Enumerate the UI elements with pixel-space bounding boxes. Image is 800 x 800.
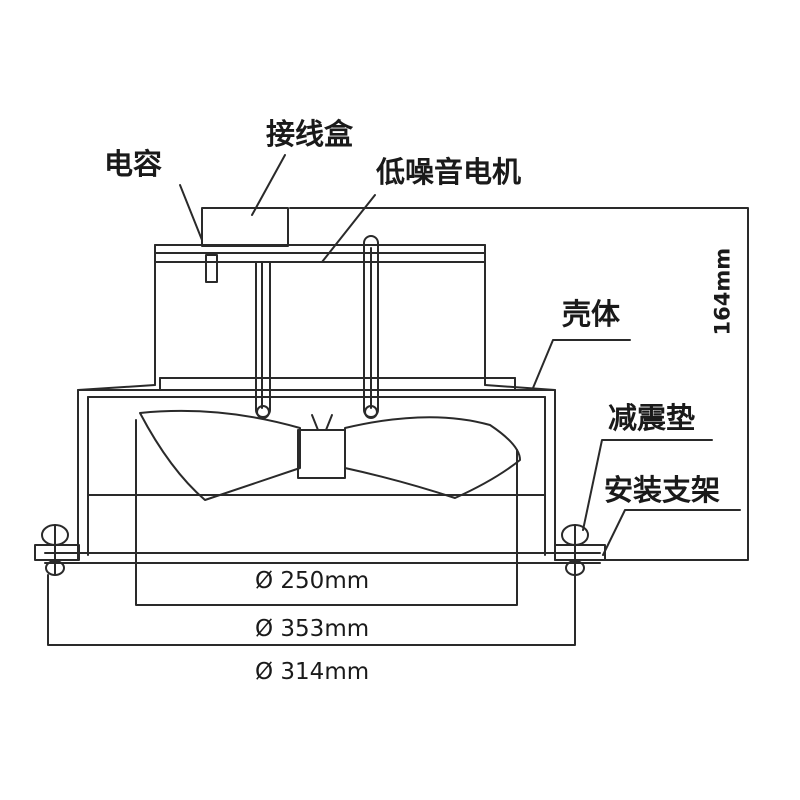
dim-text-250: Ø 250mm [255, 568, 370, 594]
fan-blade-left [139, 409, 301, 501]
housing-outer-left [44, 384, 156, 561]
leader-motor [321, 194, 376, 263]
dim-text-314: Ø 314mm [255, 659, 370, 685]
leader-damping-pad [582, 439, 713, 531]
leader-housing [532, 339, 631, 389]
label-mounting-bracket: 安装支架 [604, 473, 721, 507]
fan-blade-right [344, 416, 521, 499]
label-junction-box: 接线盒 [266, 117, 354, 151]
dim-line-353 [47, 574, 576, 646]
housing-inner [87, 396, 546, 556]
junction-box-shape [201, 207, 289, 247]
dim-line-250 [135, 419, 518, 606]
capacitor-tab [205, 254, 218, 283]
dim-text-height: 164mm [710, 247, 735, 336]
mounting-pad-right [554, 524, 606, 576]
leader-bracket [602, 509, 741, 556]
label-capacitor: 电容 [104, 147, 163, 181]
leader-capacitor [179, 184, 203, 241]
label-damping-pad: 减震垫 [608, 401, 696, 435]
label-housing: 壳体 [562, 297, 621, 331]
mounting-pad-left [34, 524, 80, 576]
label-low-noise-motor: 低噪音电机 [376, 155, 522, 189]
leader-junction-box [251, 154, 286, 216]
dim-text-353: Ø 353mm [255, 616, 370, 642]
dim-line-height [289, 207, 749, 561]
fan-hub [297, 429, 346, 479]
